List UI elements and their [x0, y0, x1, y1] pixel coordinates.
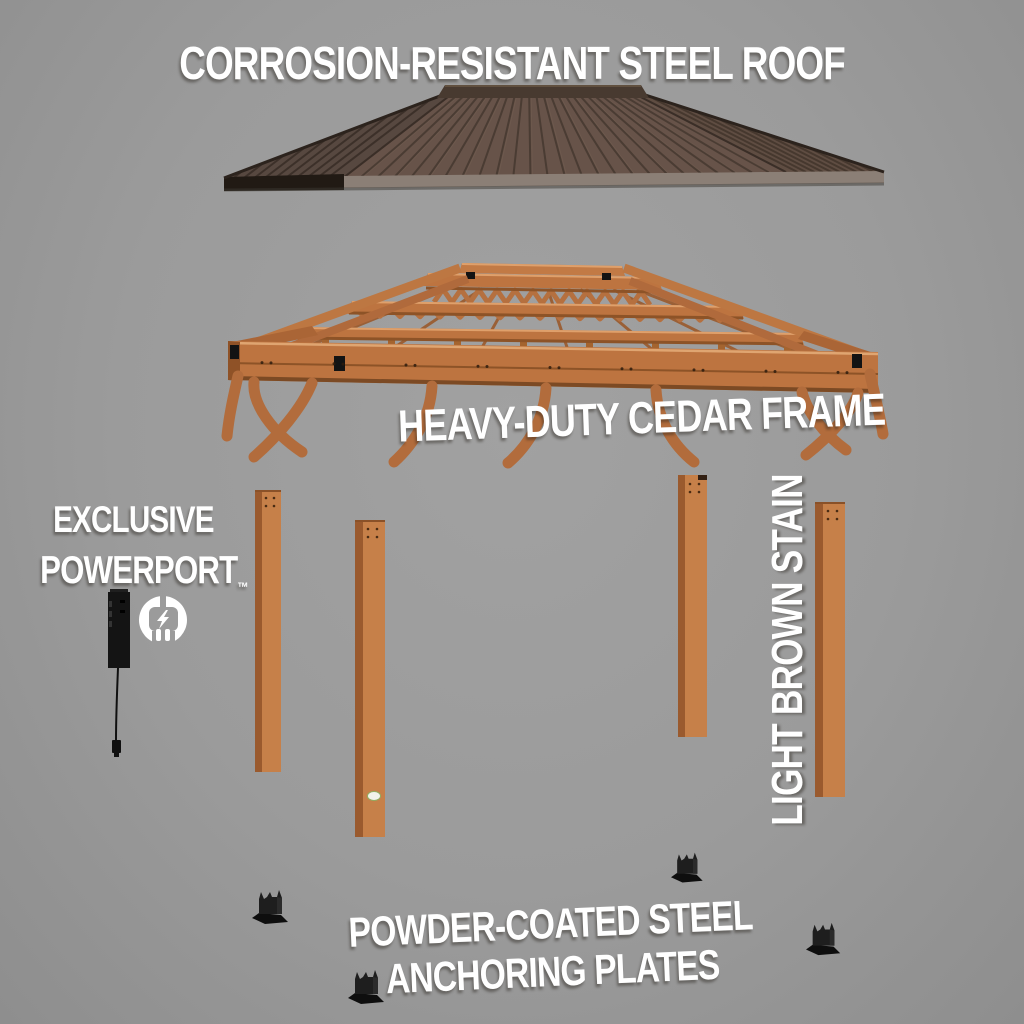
- roof-fascia-dark-end: [224, 174, 344, 191]
- post-sticker: [367, 791, 381, 801]
- wooden-post-3: [678, 475, 707, 737]
- icon-lightning-bolt: [157, 610, 169, 629]
- anchor-plate-2: [671, 852, 703, 883]
- power-plug: [112, 740, 121, 753]
- icon-plug-prong-right: [165, 629, 170, 641]
- plug-lightning-icon: [139, 596, 187, 645]
- roof-ridge-cap: [437, 85, 649, 98]
- roof-label: CORROSION-RESISTANT STEEL ROOF: [0, 36, 1024, 90]
- cedar-frame-graphic: [221, 263, 889, 469]
- cap-bracket-right: [602, 273, 611, 280]
- power-cord: [115, 667, 119, 741]
- frame-top-cap: [424, 263, 662, 294]
- band-screws: [260, 361, 849, 375]
- powerport-device: [108, 589, 130, 757]
- powerport-label-line2: POWERPORT™: [40, 549, 249, 595]
- band-bracket-left: [230, 345, 239, 359]
- wooden-post-2: [355, 520, 385, 837]
- stain-label: LIGHT BROWN STAIN: [763, 430, 813, 869]
- roof-hip-crease-right: [632, 92, 787, 173]
- icon-plug-prong-left: [156, 629, 161, 641]
- stain-label-text: LIGHT BROWN STAIN: [763, 474, 812, 826]
- roof-label-text: CORROSION-RESISTANT STEEL ROOF: [179, 37, 846, 89]
- roof-hip-crease-left: [342, 92, 454, 179]
- band-bracket-mid: [334, 356, 345, 371]
- frame-purlin-lower: [296, 327, 804, 346]
- icon-cord-slot: [160, 596, 166, 608]
- wooden-post-4: [815, 502, 845, 797]
- frame-corner-braces: [221, 368, 889, 469]
- frame-purlin-middle: [348, 301, 744, 320]
- frame-perimeter-band: [227, 326, 879, 393]
- wooden-post-1: [255, 490, 281, 772]
- trademark-symbol: ™: [237, 579, 249, 595]
- roof-ribs-left: [232, 100, 429, 179]
- icon-plug-notch: [152, 631, 175, 645]
- steel-roof-graphic: [223, 85, 885, 192]
- roof-underside-shadow: [223, 182, 885, 192]
- powerport-label-line1: EXCLUSIVE: [52, 499, 214, 540]
- powerport-label: EXCLUSIVE POWERPORT™: [14, 494, 252, 604]
- frame-vertical-struts: [322, 336, 791, 355]
- roof-ribs-right: [652, 97, 875, 173]
- cap-bracket-left: [466, 272, 475, 279]
- band-bracket-right: [852, 354, 862, 368]
